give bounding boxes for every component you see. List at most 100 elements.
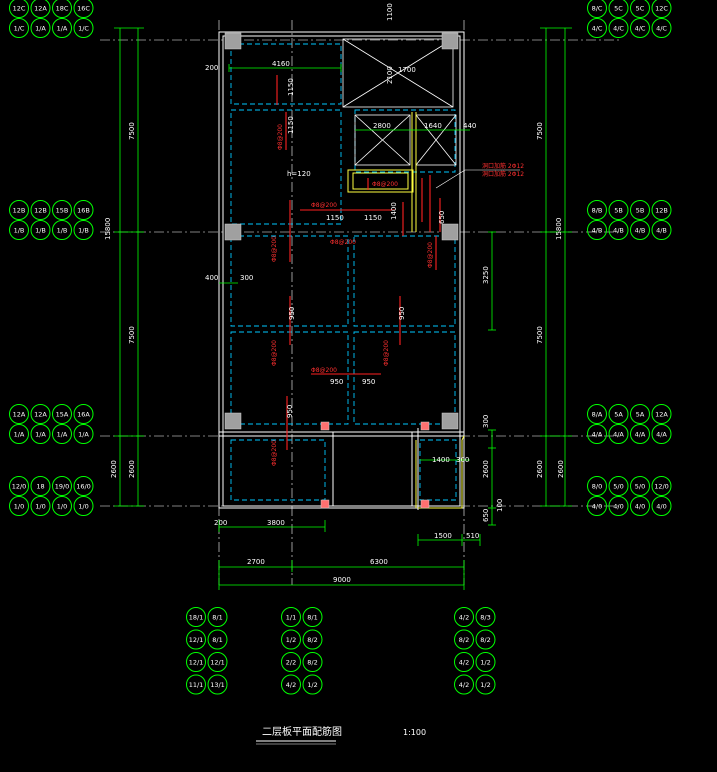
axis-bubble-right-b-4-label: 4/B xyxy=(592,226,603,234)
len-1150b: 1150 xyxy=(287,116,295,134)
axis-bubble-left-b-2-circle xyxy=(52,200,72,220)
axis-bubble-top-left-6-label: 1/A xyxy=(57,24,68,32)
axis-bubble-right-b-6-label: 4/B xyxy=(635,226,646,234)
axis-bubble-left-a-3-circle xyxy=(73,404,94,424)
axis-bubble-bottom-1-4-circle xyxy=(186,652,206,672)
axis-bubble-top-right-2-label: 5C xyxy=(636,4,645,12)
axis-bubble-right-0-5-circle xyxy=(608,496,629,516)
axis-bubble-top-left-2-circle xyxy=(52,0,72,18)
dim-left-bay-bottom-2: 2600 xyxy=(128,460,136,478)
axis-bubble-right-b-7-circle xyxy=(651,220,672,240)
label-1400: 1400 xyxy=(432,456,450,464)
axis-bubble-bottom-2-7-label: 1/2 xyxy=(307,681,317,689)
dim-right-650: 650 xyxy=(482,509,490,522)
axis-bubble-left-0-0-label: 12/0 xyxy=(12,482,27,490)
axis-bubble-bottom-1-0-label: 18/1 xyxy=(189,613,204,621)
axis-bubble-right-0-7-label: 4/0 xyxy=(656,502,666,510)
axis-bubble-left-b-3-label: 16B xyxy=(77,206,90,214)
axis-bubble-right-0-6-label: 4/0 xyxy=(635,502,645,510)
axis-bubble-right-a-7-circle xyxy=(651,424,672,444)
dim-bottom-9000: 9000 xyxy=(333,576,351,584)
axis-bubble-right-a-5-label: 4/A xyxy=(613,430,624,438)
dimension-texts: 1100 15800 7500 7500 2600 2600 15800 750… xyxy=(104,3,565,584)
axis-bubble-bottom-2-3-label: 8/2 xyxy=(307,636,317,644)
axis-bubble-bottom-1-1-circle xyxy=(207,607,228,627)
axis-bubble-top-right-1-circle xyxy=(608,0,629,18)
axis-bubble-right-0-1-label: 5/0 xyxy=(613,482,623,490)
dim-left-bay-top: 7500 xyxy=(128,122,136,140)
dim-top-1100: 1100 xyxy=(386,3,394,21)
axis-bubble-right-b-2-label: 5B xyxy=(636,206,645,214)
len-950a: 950 xyxy=(288,307,296,320)
axis-bubble-bottom-2-2-label: 1/2 xyxy=(286,636,296,644)
len-950c: 950 xyxy=(286,405,294,418)
axis-bubble-bottom-1-6-label: 11/1 xyxy=(189,681,204,689)
axis-bubble-bottom-3-3-circle xyxy=(475,629,496,650)
axis-bubble-left-b-4-circle xyxy=(9,220,29,240)
label-1400-shaft: 1400 xyxy=(390,202,398,220)
axis-bubble-top-left-0-label: 12C xyxy=(13,4,26,12)
note-leader xyxy=(435,169,520,189)
axis-bubble-top-left-4-label: 1/C xyxy=(14,24,25,32)
axis-bubble-top-right-2-circle xyxy=(630,0,650,18)
axis-bubble-right-a-5-circle xyxy=(608,424,629,444)
axis-bubble-bottom-3-2-label: 8/2 xyxy=(459,636,469,644)
dim-right-100: 100 xyxy=(496,499,504,512)
axis-bubble-right-b-0-circle xyxy=(587,200,607,220)
axis-bubble-bottom-2-4-circle xyxy=(281,652,301,672)
axis-bubble-bottom-1-1-label: 8/1 xyxy=(212,613,222,621)
wall-outline xyxy=(218,31,465,510)
label-2100: 2100 xyxy=(386,66,394,84)
note-opening: 洞口加筋 2Φ12 xyxy=(482,162,524,170)
axis-bubble-right-0-4-circle xyxy=(587,496,607,516)
axis-bubble-right-a-6-circle xyxy=(630,424,650,444)
axis-bubble-top-left-5-circle xyxy=(30,18,51,38)
axis-bubble-right-0-2-label: 5/0 xyxy=(635,482,645,490)
len-1150: 1150 xyxy=(287,78,295,96)
axis-bubble-left-a-0-label: 12A xyxy=(13,410,26,418)
axis-bubble-right-b-4-circle xyxy=(587,220,607,240)
axis-bubble-top-left-7-label: 1/C xyxy=(78,24,89,32)
duct-opening xyxy=(347,112,465,509)
axis-bubble-right-a-7-label: 4/A xyxy=(656,430,667,438)
axis-bubble-bottom-3-4-label: 4/2 xyxy=(459,658,469,666)
axis-bubble-bottom-2-2-circle xyxy=(281,629,301,650)
axis-bubble-left-0-2-circle xyxy=(52,476,72,496)
axis-bubble-bottom-1-7-circle xyxy=(207,674,228,695)
axis-bubble-bottom-1-2-circle xyxy=(186,629,206,650)
axis-bubble-bottom-2-1-label: 8/1 xyxy=(307,613,317,621)
axis-bubble-left-0-3-label: 16/0 xyxy=(76,482,91,490)
axis-bubble-bottom-1-4-label: 12/1 xyxy=(189,658,204,666)
rebar-y1: Φ8@200 xyxy=(277,124,284,150)
dim-right-bay-bottom: 2600 xyxy=(536,460,544,478)
axis-bubble-bottom-2-0-circle xyxy=(281,607,301,627)
axis-bubble-bottom-2-0-label: 1/1 xyxy=(286,613,296,621)
axis-bubble-right-0-4-label: 4/0 xyxy=(592,502,602,510)
axis-bubble-top-right-1-label: 5C xyxy=(614,4,623,12)
axis-lines xyxy=(100,20,620,585)
axis-bubble-left-0-4-circle xyxy=(9,496,29,516)
dimension-lines xyxy=(114,27,572,590)
axis-bubble-right-0-3-label: 12/0 xyxy=(654,482,669,490)
axis-bubble-left-a-5-circle xyxy=(30,424,51,444)
axis-bubble-bottom-3-0-label: 4/2 xyxy=(459,613,469,621)
axis-bubble-right-0-0-label: 8/0 xyxy=(592,482,602,490)
rebar-y3: Φ8@200 xyxy=(271,340,278,366)
axis-bubble-left-b-1-circle xyxy=(30,200,51,220)
axis-bubble-left-b-5-label: 1/B xyxy=(35,226,46,234)
axis-bubble-bottom-2-5-circle xyxy=(302,652,323,672)
axis-bubble-bottom-1-7-label: 13/1 xyxy=(210,681,225,689)
axis-bubble-left-a-0-circle xyxy=(9,404,29,424)
axis-bubble-top-right-7-label: 4/C xyxy=(656,24,667,32)
dim-right-total: 15800 xyxy=(555,218,563,240)
axis-bubble-right-a-2-circle xyxy=(630,404,650,424)
axis-bubble-top-left-4-circle xyxy=(9,18,29,38)
dim-left-bay-bottom: 2600 xyxy=(110,460,118,478)
dim-left-bay-mid: 7500 xyxy=(128,326,136,344)
rebar-x3: Φ8@200 xyxy=(372,181,398,188)
axis-bubble-bottom-3-5-circle xyxy=(475,652,496,672)
axis-bubble-bottom-2-3-circle xyxy=(302,629,323,650)
axis-bubble-right-a-4-circle xyxy=(587,424,607,444)
